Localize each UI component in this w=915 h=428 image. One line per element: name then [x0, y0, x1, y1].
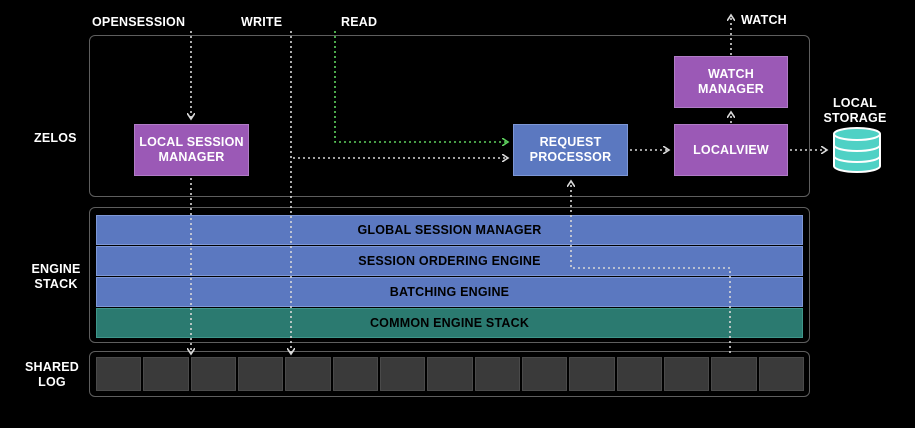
- global-session-manager-bar[interactable]: GLOBAL SESSION MANAGER: [96, 215, 803, 245]
- local-storage-label-line-2: STORAGE: [823, 111, 887, 125]
- shared-log-segment: [379, 357, 426, 391]
- shared-log-segment: [332, 357, 378, 391]
- request-processor-line-2: PROCESSOR: [529, 150, 612, 164]
- engine-stack-panel: [89, 207, 810, 343]
- shared-log-segment: [663, 357, 710, 391]
- engine-stack-label: ENGINE STACK: [30, 262, 82, 292]
- shared-log-label: SHARED LOG: [24, 360, 80, 390]
- watch-manager-line-1: WATCH: [708, 67, 754, 81]
- local-session-manager-line-1: LOCAL SESSION: [139, 135, 244, 149]
- watch-manager-box[interactable]: WATCH MANAGER: [674, 56, 788, 108]
- shared-log-track: [96, 357, 804, 391]
- common-engine-stack-bar[interactable]: COMMON ENGINE STACK: [96, 308, 803, 338]
- local-storage-label: LOCAL STORAGE: [822, 96, 888, 126]
- engine-stack-label-line-2: STACK: [34, 277, 78, 291]
- shared-log-segment: [190, 357, 236, 391]
- shared-log-segment: [521, 357, 568, 391]
- request-processor-line-1: REQUEST: [539, 135, 602, 149]
- shared-log-label-line-2: LOG: [38, 375, 66, 389]
- write-label: WRITE: [241, 15, 283, 29]
- request-processor-box[interactable]: REQUEST PROCESSOR: [513, 124, 628, 176]
- local-session-manager-box[interactable]: LOCAL SESSION MANAGER: [134, 124, 249, 176]
- localview-box[interactable]: LOCALVIEW: [674, 124, 788, 176]
- local-storage-label-line-1: LOCAL: [832, 96, 878, 110]
- batching-engine-bar[interactable]: BATCHING ENGINE: [96, 277, 803, 307]
- shared-log-segment: [285, 357, 331, 391]
- session-ordering-engine-bar[interactable]: SESSION ORDERING ENGINE: [96, 246, 803, 276]
- shared-log-panel: [89, 351, 810, 397]
- shared-log-segment: [427, 357, 473, 391]
- local-session-manager-line-2: MANAGER: [158, 150, 225, 164]
- shared-log-segment: [474, 357, 520, 391]
- opensession-label: OPENSESSION: [92, 15, 186, 29]
- shared-log-segment: [616, 357, 662, 391]
- shared-log-segment: [711, 357, 757, 391]
- shared-log-segment: [569, 357, 615, 391]
- shared-log-segment: [96, 357, 142, 391]
- engine-stack-label-line-1: ENGINE: [31, 262, 81, 276]
- watch-label: WATCH: [741, 13, 787, 27]
- zelos-label: ZELOS: [34, 131, 77, 145]
- watch-manager-line-2: MANAGER: [698, 82, 764, 96]
- shared-log-segment: [143, 357, 189, 391]
- database-icon: [833, 127, 881, 173]
- shared-log-segment: [758, 357, 804, 391]
- shared-log-label-line-1: SHARED: [25, 360, 79, 374]
- shared-log-segment: [237, 357, 284, 391]
- read-label: READ: [341, 15, 378, 29]
